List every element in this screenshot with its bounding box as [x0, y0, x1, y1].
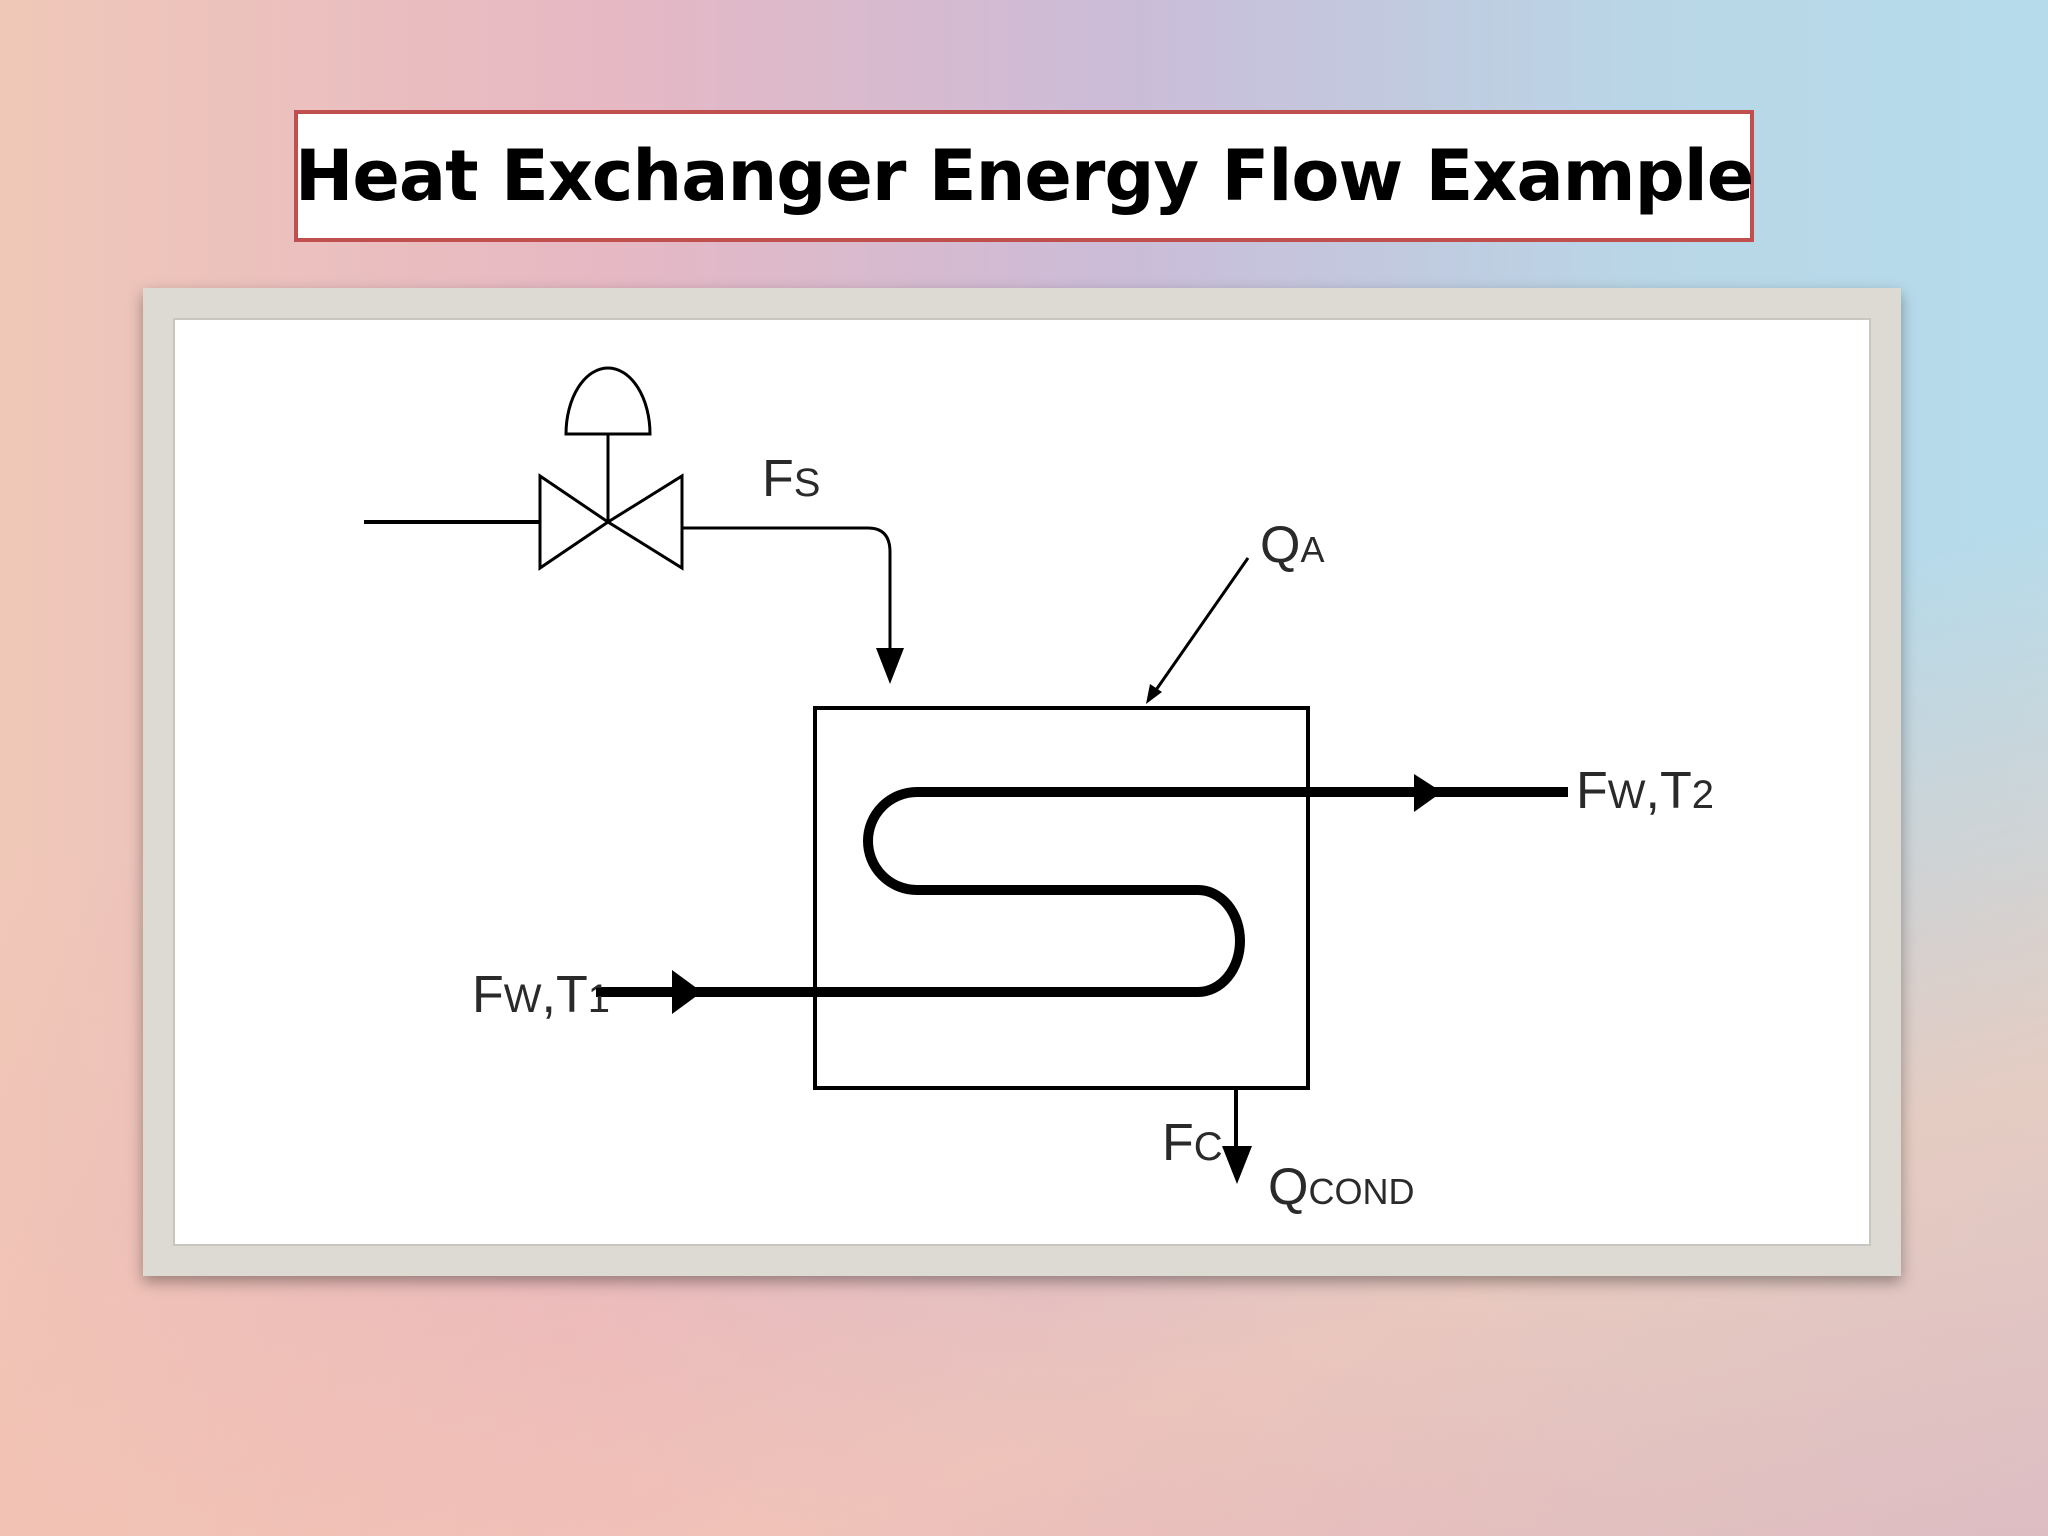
label-fw-t1-main: F — [472, 966, 504, 1024]
label-qcond-sub: COND — [1308, 1171, 1414, 1212]
diagram-canvas — [173, 318, 1871, 1246]
water-coil — [596, 787, 1568, 997]
steam-feed-arrowhead — [876, 648, 904, 684]
picture-frame — [143, 288, 1901, 1276]
label-fw-t1-sep: ,T — [542, 966, 588, 1024]
valve-actuator-dome — [564, 366, 652, 436]
heat-loss-arrowhead — [1146, 684, 1162, 704]
label-qcond: QCOND — [1268, 1158, 1414, 1216]
label-fw-t1-sub2: 1 — [588, 977, 610, 1021]
label-fw-t1-sub1: W — [504, 977, 542, 1021]
label-fw-t2-sep: ,T — [1646, 762, 1692, 820]
title-box: Heat Exchanger Energy Flow Example — [294, 110, 1754, 242]
label-fs-sub: S — [794, 461, 821, 505]
label-fc-sub: C — [1194, 1125, 1223, 1169]
slide-title: Heat Exchanger Energy Flow Example — [294, 135, 1754, 217]
label-fw-t2: FW,T2 — [1576, 762, 1714, 820]
exchanger-shell — [813, 706, 1310, 1090]
label-fc-main: F — [1162, 1114, 1194, 1172]
label-fs-main: F — [762, 450, 794, 508]
label-qa-main: Q — [1260, 516, 1300, 574]
condensate-arrowhead — [1222, 1146, 1252, 1184]
label-qa-sub: A — [1300, 529, 1324, 570]
valve-left-triangle — [538, 473, 611, 571]
steam-feed-pipe — [682, 526, 892, 652]
label-fw-t2-sub1: W — [1608, 773, 1646, 817]
label-qcond-main: Q — [1268, 1158, 1308, 1216]
label-fs: FS — [762, 450, 820, 508]
label-fw-t2-main: F — [1576, 762, 1608, 820]
heat-loss-pointer — [1154, 557, 1250, 691]
control-valve — [538, 366, 684, 571]
label-fc: FC — [1162, 1114, 1223, 1172]
label-qa: QA — [1260, 516, 1324, 574]
label-fw-t1: FW,T1 — [472, 966, 610, 1024]
valve-right-triangle — [605, 473, 684, 571]
water-outlet-arrowhead — [1414, 774, 1442, 812]
water-inlet-arrowhead — [672, 970, 702, 1014]
label-fw-t2-sub2: 2 — [1692, 773, 1714, 817]
